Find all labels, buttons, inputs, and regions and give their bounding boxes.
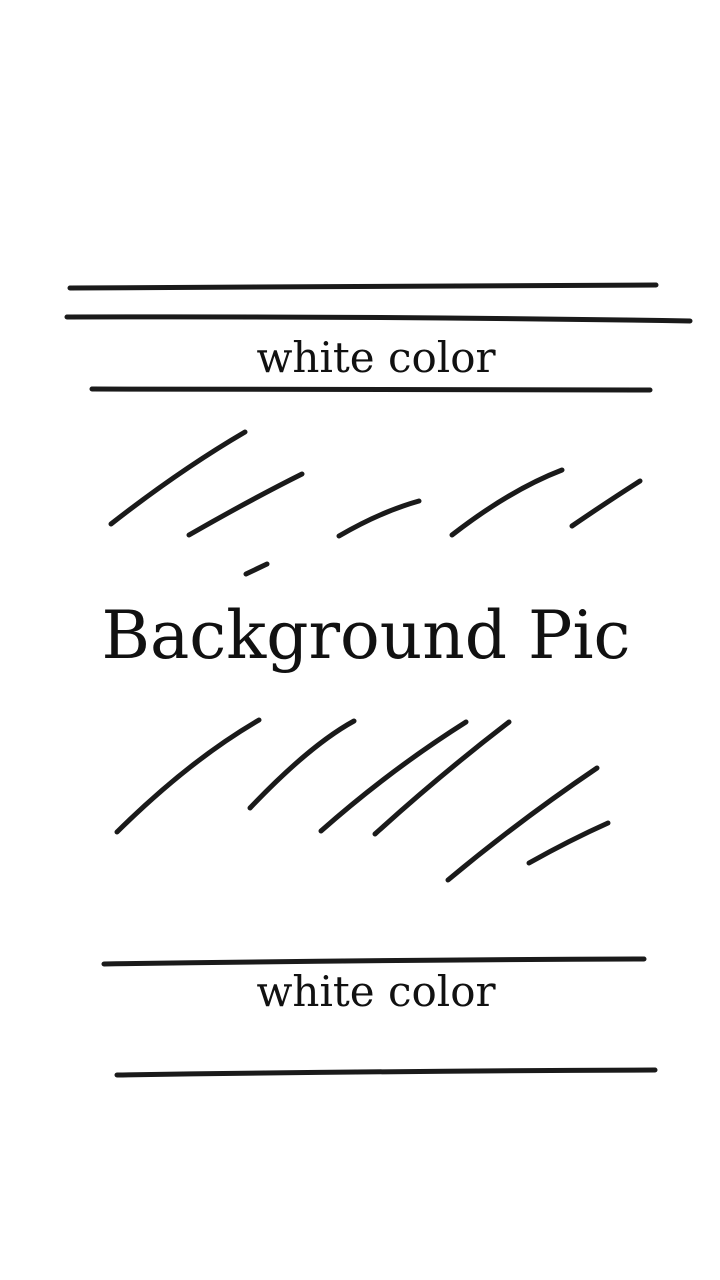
background-pic-label: Background Pic bbox=[101, 597, 630, 674]
hatch-stroke bbox=[569, 478, 643, 529]
hatch-stroke bbox=[526, 820, 611, 866]
bottom-band-label: white color bbox=[256, 967, 496, 1016]
hatch-stroke bbox=[114, 717, 262, 835]
top-band-label: white color bbox=[256, 333, 496, 382]
hatch-stroke bbox=[372, 719, 512, 837]
hatch-stroke bbox=[186, 471, 305, 538]
top-band: white color bbox=[64, 282, 693, 393]
top-rule-2 bbox=[64, 314, 693, 324]
hatch-stroke bbox=[336, 498, 422, 539]
bottom-band: white color bbox=[101, 956, 658, 1078]
top-rule-1 bbox=[67, 282, 659, 291]
bottom-rule-2 bbox=[114, 1067, 658, 1078]
lower-hatch-strokes bbox=[114, 717, 611, 883]
hatch-stroke bbox=[318, 719, 469, 834]
bottom-rule-1 bbox=[101, 956, 647, 967]
hatch-stroke bbox=[243, 561, 270, 577]
hatch-stroke bbox=[449, 467, 565, 538]
top-rule-3 bbox=[89, 386, 653, 393]
hatch-stroke bbox=[445, 765, 600, 883]
upper-hatch-strokes bbox=[108, 429, 643, 577]
hatch-stroke bbox=[247, 718, 357, 811]
hatch-stroke bbox=[108, 429, 248, 527]
